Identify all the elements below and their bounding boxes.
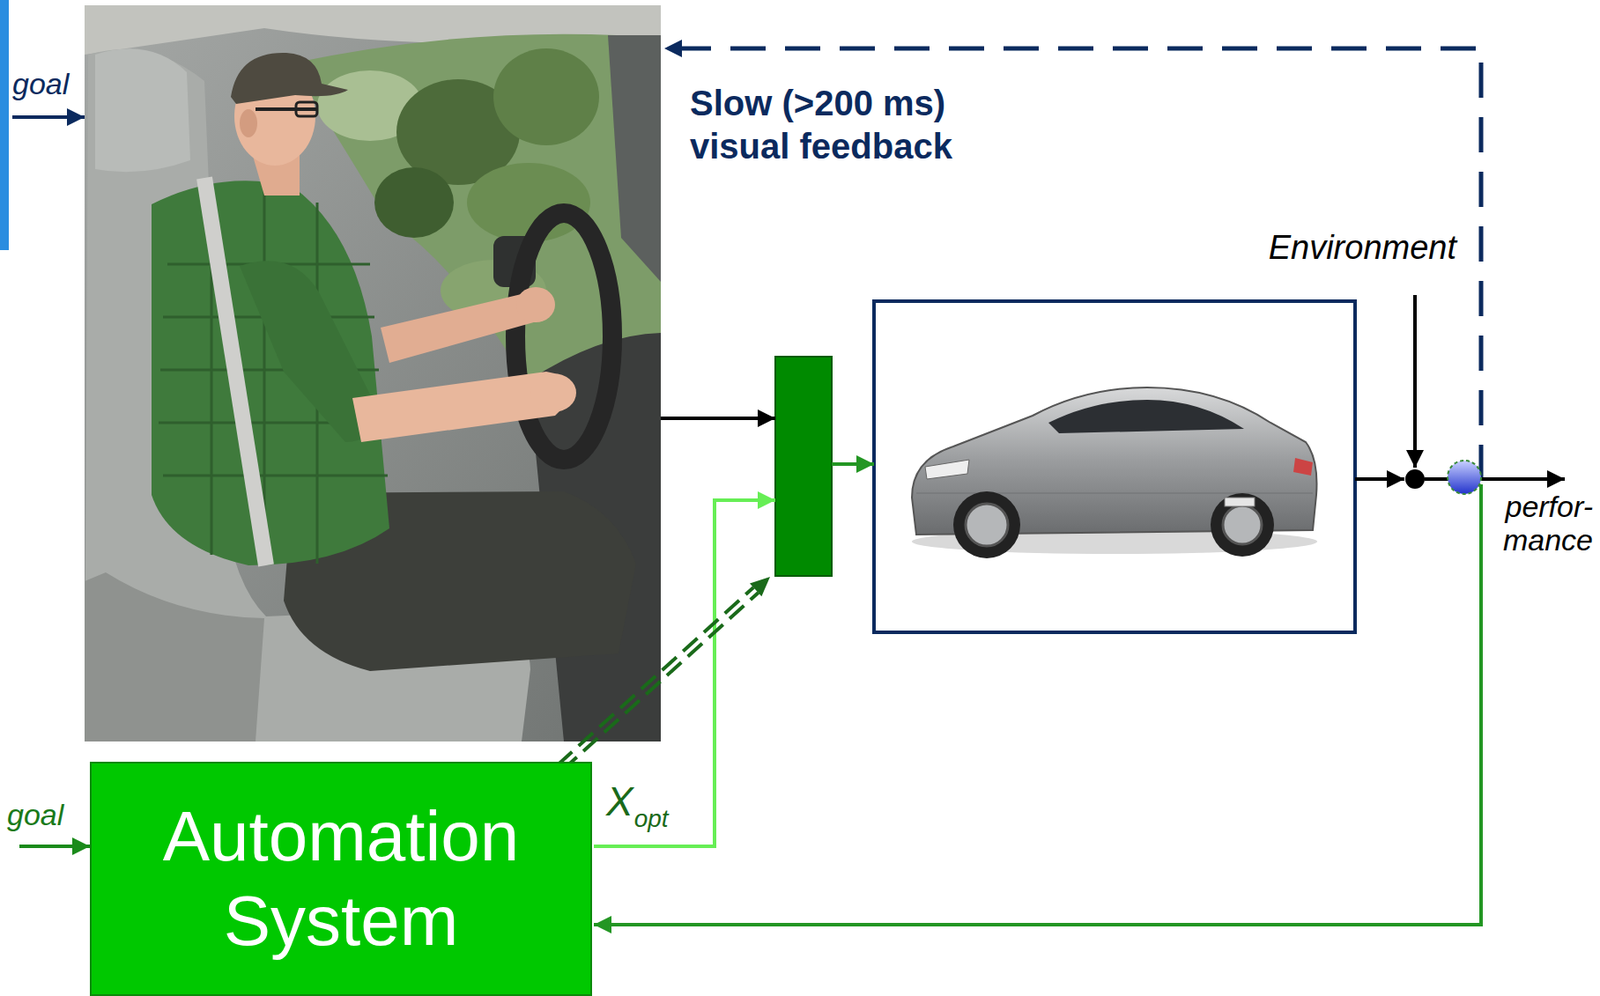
goal-arrow [19, 844, 90, 849]
driver-photo [84, 5, 661, 742]
vehicle-output [1355, 477, 1405, 482]
driver-photo [255, 107, 318, 112]
driver-photo [296, 102, 318, 117]
car-picture [1048, 400, 1245, 434]
driver-photo [493, 48, 600, 146]
automation-box: Automation System [89, 762, 593, 996]
authority-dashed [536, 587, 754, 785]
feedback-green [593, 484, 1482, 926]
signal-subscript: opt [634, 805, 669, 834]
output-label: perfor- mance [1492, 489, 1593, 557]
vehicle-box [874, 301, 1356, 633]
driver-photo [230, 52, 349, 104]
driver-photo [516, 287, 556, 323]
pickoff-point [1447, 460, 1482, 495]
feedback-label: Slow (>200 ms) visual feedback [689, 81, 994, 169]
car-picture [1293, 458, 1313, 476]
goal-label: goal [12, 66, 69, 102]
driver-photo [151, 180, 390, 566]
signal-name: X [606, 778, 634, 826]
car-picture [1222, 505, 1262, 545]
driver-photo [515, 213, 613, 460]
driver-photo [204, 177, 267, 566]
driver-photo [95, 48, 191, 172]
driver-photo [84, 572, 265, 742]
car-picture [965, 503, 1008, 547]
input-mixer [775, 356, 832, 577]
environment-arrow [1413, 295, 1417, 468]
text-group: Automation System [109, 794, 573, 964]
goal-label: goal [7, 798, 64, 833]
authority-dashed [541, 592, 759, 790]
driver-photo [607, 35, 661, 282]
driver-photo [530, 373, 577, 413]
feedback-dashed [664, 48, 1482, 481]
driver-output [660, 416, 776, 421]
driver-photo [84, 5, 661, 742]
car-picture [953, 491, 1021, 559]
car-picture [1210, 493, 1275, 557]
mixer-output [831, 462, 875, 467]
xopt-wire [593, 500, 776, 847]
performance-arrow [1424, 477, 1565, 482]
box-label: Automation System [109, 794, 573, 964]
driver-photo [239, 109, 258, 138]
driver-photo [374, 167, 454, 238]
environment-label: Environment [1268, 229, 1457, 268]
authority-dashed [536, 577, 771, 790]
car-picture [911, 387, 1318, 559]
summing-dot [1405, 469, 1425, 489]
car-picture [925, 459, 970, 480]
goal-arrow [12, 115, 85, 119]
accent-bar [0, 0, 9, 251]
car-picture [1224, 497, 1255, 507]
authority-dashed [749, 577, 771, 597]
